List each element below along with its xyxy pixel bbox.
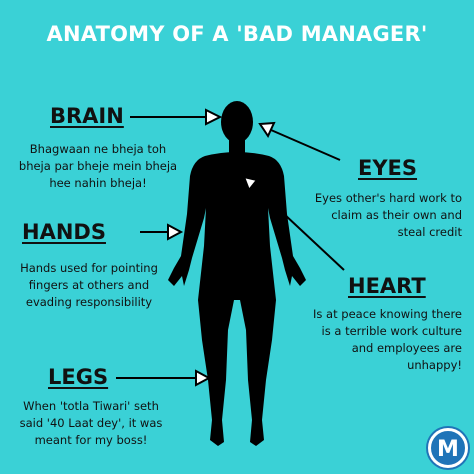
eyes-arrow-head — [258, 121, 276, 139]
heart-label: HEART — [348, 274, 426, 298]
eyes-label: EYES — [358, 156, 418, 180]
legs-arrow-head — [195, 369, 212, 387]
heart-arrow-line — [253, 185, 345, 271]
brain-label: BRAIN — [50, 104, 124, 128]
legs-description: When 'totla Tiwari' seth said '40 Laat d… — [19, 399, 163, 447]
brain-arrow-head — [205, 108, 223, 126]
brand-logo: M — [428, 428, 468, 468]
pointer-arrows — [116, 108, 345, 387]
eyes-arrow-line — [270, 129, 341, 161]
heart-arrow-head — [242, 175, 259, 192]
logo-letter: M — [437, 437, 459, 462]
hands-label: HANDS — [22, 220, 106, 244]
heart-description: Is at peace knowing there is a terrible … — [313, 307, 462, 372]
silhouette-shape — [168, 101, 306, 446]
hands-description: Hands used for pointing fingers at other… — [20, 261, 158, 309]
page-title: ANATOMY OF A 'BAD MANAGER' — [46, 22, 428, 46]
eyes-description: Eyes other's hard work to claim as their… — [314, 191, 462, 239]
legs-label: LEGS — [48, 365, 109, 389]
brain-description: Bhagwaan ne bheja toh bheja par bheje me… — [18, 142, 178, 190]
hands-arrow-head — [167, 223, 184, 241]
